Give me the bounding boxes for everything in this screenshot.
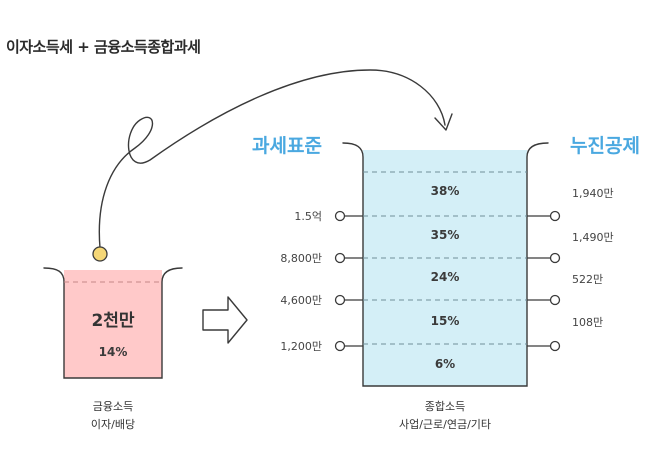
deduction-dot	[549, 340, 561, 352]
small-cup-caption-1: 금융소득	[93, 400, 133, 413]
threshold-label: 1,200만	[280, 340, 322, 353]
big-cup-caption-2: 사업/근로/연금/기타	[399, 418, 491, 431]
bracket-rate: 24%	[431, 270, 460, 284]
big-cup-outline	[342, 142, 549, 387]
right-heading: 누진공제	[570, 135, 640, 157]
page-title: 이자소득세 + 금융소득종합과세	[6, 38, 201, 56]
big-cup: 38% 35% 24% 15% 6%	[342, 142, 549, 387]
ball-icon	[92, 246, 108, 262]
threshold-dot	[334, 252, 346, 264]
left-heading: 과세표준	[252, 135, 322, 157]
threshold-label: 4,600만	[280, 294, 322, 307]
small-cup-amount: 2천만	[91, 311, 134, 331]
right-arrow-icon	[202, 296, 248, 344]
deduction-dot	[549, 210, 561, 222]
threshold-dot	[334, 294, 346, 306]
deduction-label: 522만	[572, 273, 603, 286]
deduction-dot	[549, 252, 561, 264]
threshold-dot	[334, 340, 346, 352]
deduction-dot	[549, 294, 561, 306]
bracket-rate: 6%	[435, 357, 455, 371]
bracket-rate: 35%	[431, 228, 460, 242]
big-cup-caption-1: 종합소득	[425, 400, 465, 413]
small-cup-caption-2: 이자/배당	[91, 418, 135, 431]
small-cup: 2천만 14%	[43, 267, 183, 379]
deduction-label: 108만	[572, 316, 603, 329]
swoop-arrowhead	[434, 113, 453, 131]
threshold-dot	[334, 210, 346, 222]
deduction-label: 1,940만	[572, 187, 614, 200]
threshold-label: 8,800만	[280, 252, 322, 265]
swoop-arrow	[98, 69, 446, 249]
bracket-rate: 38%	[431, 184, 460, 198]
deduction-label: 1,490만	[572, 231, 614, 244]
small-cup-outline	[43, 267, 183, 379]
threshold-label: 1.5억	[294, 210, 322, 223]
small-cup-rate: 14%	[99, 345, 128, 359]
bracket-rate: 15%	[431, 314, 460, 328]
